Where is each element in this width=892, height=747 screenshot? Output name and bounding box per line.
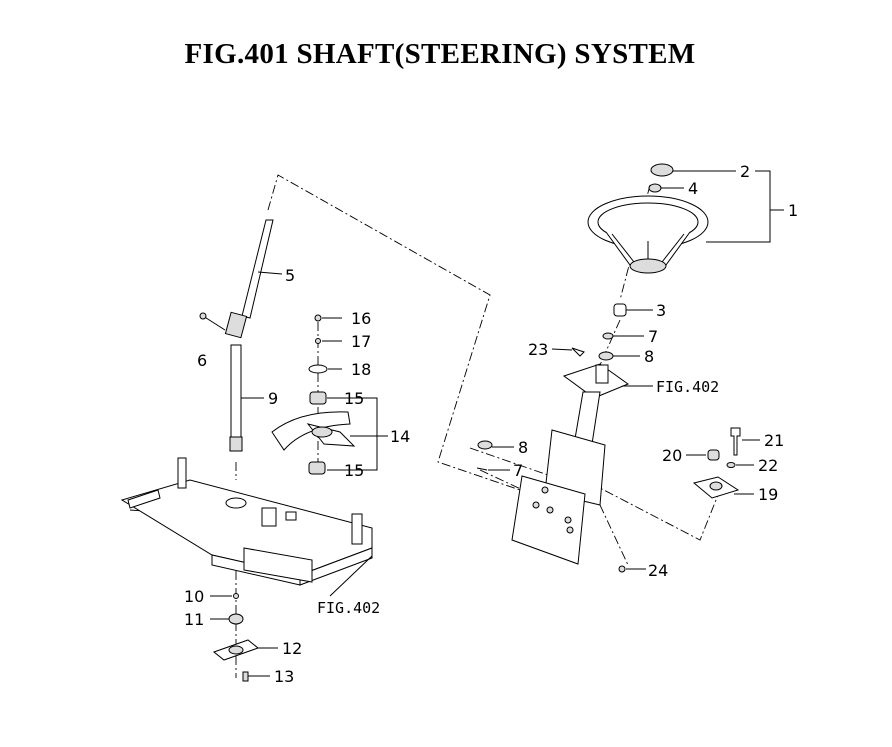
shaft-9 (229, 344, 243, 452)
callout-1: 1 (788, 201, 798, 220)
washer-7 (602, 332, 614, 340)
nut-24 (618, 565, 626, 573)
callout-8-lower: 8 (518, 438, 528, 457)
callout-3: 3 (656, 301, 666, 320)
nut-16 (314, 314, 322, 322)
leader-lines (210, 170, 784, 677)
callout-15-upper: 15 (344, 389, 364, 408)
washer-8-left (477, 440, 493, 450)
callout-5: 5 (285, 266, 295, 285)
callout-21: 21 (764, 431, 784, 450)
horn-cap (650, 163, 674, 177)
callout-labels: 1 2 3 4 5 6 7 7 8 8 9 10 11 12 13 14 15 … (184, 162, 798, 686)
callout-19: 19 (758, 485, 778, 504)
callout-15-lower: 15 (344, 461, 364, 480)
plate-19 (692, 476, 740, 499)
shaft-5 (224, 219, 274, 339)
column-bracket (511, 363, 630, 565)
fig402-ref-upper: FIG.402 (656, 378, 719, 396)
callout-2: 2 (740, 162, 750, 181)
bolt-13 (242, 671, 249, 682)
callout-11: 11 (184, 610, 204, 629)
callout-4: 4 (688, 179, 698, 198)
washer-18 (308, 364, 328, 374)
figure-title: FIG.401 SHAFT(STEERING) SYSTEM (184, 38, 696, 70)
nut-4 (648, 183, 662, 193)
circlip-10 (233, 593, 239, 599)
callout-14: 14 (390, 427, 410, 446)
sector-gear-14 (271, 411, 356, 451)
fig402-ref-lower: FIG.402 (317, 599, 380, 617)
bearing-15-lower (308, 461, 326, 475)
callout-22: 22 (758, 456, 778, 475)
callout-7-lower: 7 (513, 461, 523, 480)
bearing-15-upper (309, 391, 327, 405)
callout-16: 16 (351, 309, 371, 328)
washer-7-left (476, 467, 488, 471)
callout-18: 18 (351, 360, 371, 379)
callout-20: 20 (662, 446, 682, 465)
collar-3 (613, 303, 627, 317)
steering-wheel (587, 195, 709, 274)
callout-13: 13 (274, 667, 294, 686)
frame (120, 457, 373, 586)
callout-10: 10 (184, 587, 204, 606)
cap-20 (707, 449, 720, 461)
callout-23: 23 (528, 340, 548, 359)
pin-23 (571, 347, 585, 357)
washer-17 (315, 338, 321, 344)
bushing-8 (598, 351, 614, 361)
callout-9: 9 (268, 389, 278, 408)
bolt-6 (199, 312, 226, 331)
callout-6: 6 (197, 351, 207, 370)
callout-12: 12 (282, 639, 302, 658)
callout-17: 17 (351, 332, 371, 351)
washer-22 (726, 462, 736, 468)
bearing-11 (228, 613, 244, 625)
callout-24: 24 (648, 561, 668, 580)
callout-7-upper: 7 (648, 327, 658, 346)
bolt-21 (730, 427, 741, 456)
callout-8-upper: 8 (644, 347, 654, 366)
